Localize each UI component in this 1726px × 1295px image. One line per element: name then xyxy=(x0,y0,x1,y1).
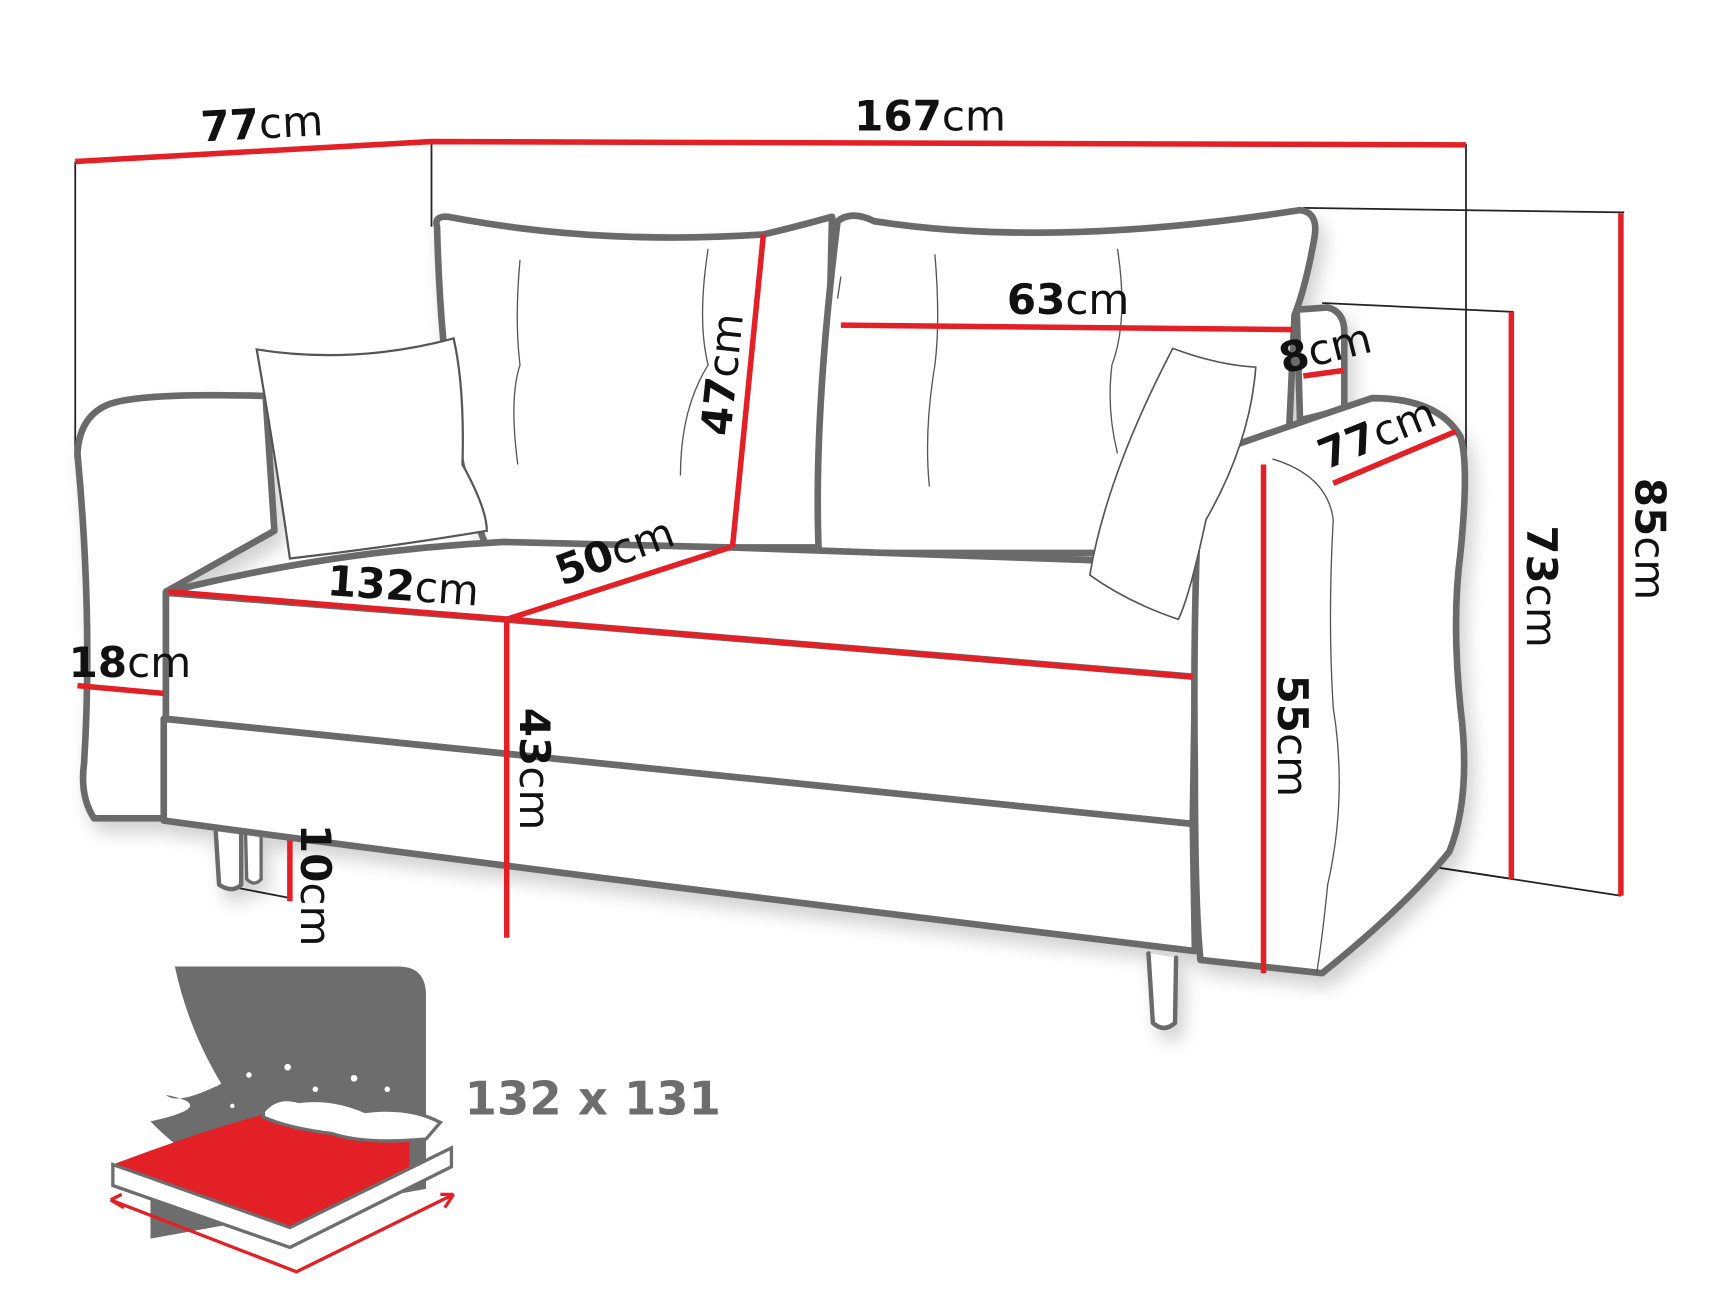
leg-front-left xyxy=(213,829,244,892)
label-width-167: 167cm xyxy=(854,92,1006,141)
label-depth-77: 77cm xyxy=(199,96,324,151)
label-cushion-height-47: 47cm xyxy=(691,311,753,438)
left-armrest xyxy=(74,391,278,822)
label-total-height-85: 85cm xyxy=(1625,478,1674,600)
throw-pillows xyxy=(255,248,1257,621)
label-backrest-height-73: 73cm xyxy=(1517,525,1566,647)
right-armrest xyxy=(1191,394,1469,977)
leg-front-right xyxy=(1146,951,1179,1031)
sofa-base xyxy=(160,715,1199,955)
label-seat-height-43: 43cm xyxy=(510,708,559,830)
label-cushion-width-63: 63cm xyxy=(1007,275,1130,324)
bed-night-icon xyxy=(109,966,456,1274)
label-armrest-width-18: 18cm xyxy=(69,638,192,687)
label-seat-width-132: 132cm xyxy=(326,556,481,615)
label-armrest-height-55: 55cm xyxy=(1268,675,1317,797)
throw-pillow-left xyxy=(255,337,488,560)
sleeping-area-size: 132 x 131 xyxy=(465,1072,721,1126)
dimension-lines xyxy=(75,138,1624,974)
backrest-frame xyxy=(1293,304,1348,424)
sofa-drawing xyxy=(74,206,1469,1031)
back-cushion-left xyxy=(433,213,836,551)
label-leg-height-10: 10cm xyxy=(291,824,340,946)
throw-pillow-right xyxy=(1088,347,1257,621)
